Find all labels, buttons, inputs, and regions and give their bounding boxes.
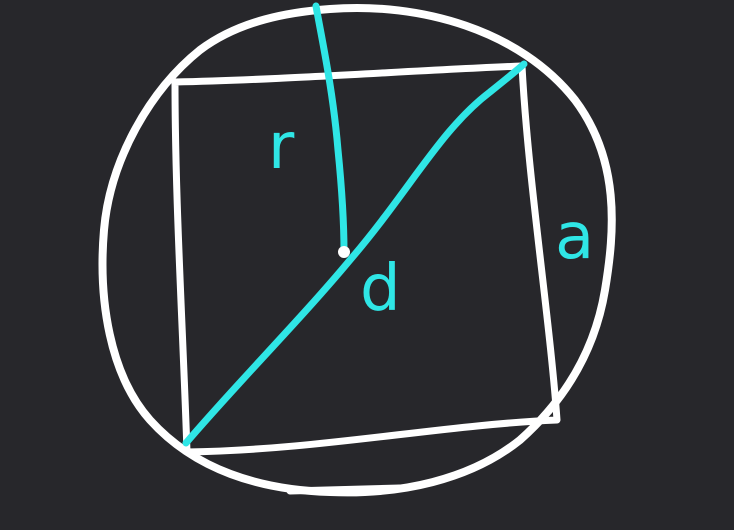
diagonal-label: d xyxy=(360,252,401,326)
radius-line xyxy=(312,2,348,256)
stroke-fragment xyxy=(286,484,404,495)
center-point xyxy=(338,246,350,258)
diagonal-line xyxy=(182,60,528,447)
side-label: a xyxy=(555,200,594,274)
inscribed-square xyxy=(171,62,561,456)
radius-label: r xyxy=(268,110,295,184)
